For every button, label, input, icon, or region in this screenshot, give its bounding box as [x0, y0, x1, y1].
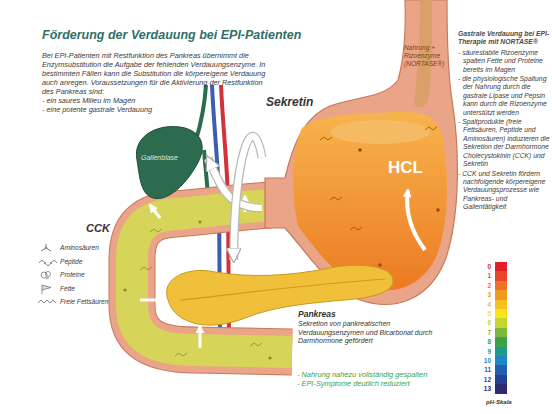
scale-swatch	[495, 300, 507, 310]
legend-text: Peptide	[60, 258, 82, 265]
hormone-label: CCK	[86, 222, 110, 234]
food-label: Nahrung + Rizoenzyme (NORTASE®)	[404, 44, 456, 68]
intro-text: Bei EPI-Patienten mit Restfunktion des P…	[42, 51, 266, 96]
scale-swatch	[495, 309, 507, 319]
pancreas-shape	[167, 265, 393, 325]
stomach-content	[293, 112, 447, 291]
legend-symbol	[38, 243, 58, 253]
particle	[123, 288, 126, 291]
scale-swatch	[495, 290, 507, 300]
scale-swatch	[495, 347, 507, 357]
gallbladder-shape	[136, 127, 202, 199]
arrow-outline	[208, 158, 262, 208]
scale-value: 10	[476, 357, 491, 364]
scale-swatch	[495, 337, 507, 347]
artery-end	[226, 337, 233, 344]
scale-swatch	[495, 375, 507, 385]
bullet-text: - die physiologische Spaltung der Nahrun…	[458, 75, 552, 117]
bullet-text: - säurestabile Rizoenzyme spalten Fette …	[458, 49, 552, 74]
pancreatic-duct	[180, 279, 385, 300]
scale-swatch	[495, 356, 507, 366]
scale-value: 9	[476, 348, 491, 355]
arrow-body	[234, 136, 262, 260]
organ-label: Gallenblase	[141, 154, 197, 161]
organ-heading: Pankreas	[298, 309, 418, 319]
bullet-text: - eine potente gastrale Verdauung	[42, 105, 266, 114]
scale-value: 5	[476, 310, 491, 317]
gallbladder-organ: Gallenblase	[128, 120, 208, 205]
flow-arrow	[199, 326, 202, 348]
text-block: Bei EPI-Patienten mit Restfunktion des P…	[42, 51, 266, 114]
diagram-title: Förderung der Verdauung bei EPI-Patiente…	[42, 28, 301, 42]
scale-value: 0	[476, 263, 491, 270]
scale-swatch	[495, 281, 507, 291]
arrow-outline	[234, 136, 262, 260]
vein-end	[217, 337, 224, 344]
scale-value: 7	[476, 329, 491, 336]
scale-value: 11	[476, 366, 491, 373]
legend-symbol	[38, 284, 58, 294]
scale-value: 8	[476, 338, 491, 345]
legend-text: Fette	[60, 285, 75, 292]
flow-arrow	[150, 205, 160, 218]
stomach-wall	[265, 0, 457, 304]
flow-arrow	[140, 299, 165, 302]
scale-swatch	[495, 328, 507, 338]
scale-value: 3	[476, 291, 491, 298]
food-bolus	[330, 120, 430, 144]
result-text: - Nahrung nahezu vollständig gespalten	[297, 370, 447, 379]
scale-value: 2	[476, 282, 491, 289]
acid-label: HCL	[388, 158, 448, 178]
bullet-text: - Spaltprodukte (freie Fettsäuren, Pepti…	[458, 118, 552, 168]
hormone-label: Sekretin	[266, 95, 313, 109]
bullet-text: - CCK und Sekretin fördern nachfolgende …	[458, 170, 552, 212]
hormone-arrow	[234, 136, 262, 260]
legend-symbol	[38, 257, 58, 267]
flow-arrow	[244, 196, 247, 212]
scale-value: 12	[476, 376, 491, 383]
scale-swatch	[495, 271, 507, 281]
particle	[198, 220, 201, 223]
result-text: - EPI-Symptome deutlich reduziert	[297, 379, 447, 388]
organ-description: Sekretion von pankreatischen Verdauungse…	[298, 320, 450, 346]
hormone-arrow	[208, 158, 262, 208]
arrow-body	[208, 158, 262, 208]
text-block: Gastrale Verdauung bei EPI-Therapie mit …	[458, 30, 552, 212]
scale-value: 13	[476, 385, 491, 392]
scale-swatch	[495, 384, 507, 394]
scale-swatch	[495, 262, 507, 272]
pancreas-organ: PankreasSekretion von pankreatischen Ver…	[160, 260, 455, 352]
scale-swatch	[495, 318, 507, 328]
particle	[268, 356, 271, 359]
legend-symbol	[38, 297, 58, 307]
legend-text: Proteine	[60, 271, 85, 278]
legend-text: Aminosäuren	[60, 244, 99, 251]
scale-title: pH-Skala	[486, 399, 512, 405]
scale-value: 1	[476, 272, 491, 279]
scale-swatch	[495, 365, 507, 375]
legend-text: Freie Fettsäuren	[60, 298, 108, 305]
text-block: - Nahrung nahezu vollständig gespalten- …	[297, 370, 447, 388]
legend-symbol	[38, 270, 58, 280]
organ-outline	[128, 120, 208, 205]
bullet-text: - ein saures Milieu im Magen	[42, 96, 266, 105]
section-heading: Gastrale Verdauung bei EPI-Therapie mit …	[458, 30, 552, 47]
scale-value: 6	[476, 319, 491, 326]
scale-value: 4	[476, 301, 491, 308]
